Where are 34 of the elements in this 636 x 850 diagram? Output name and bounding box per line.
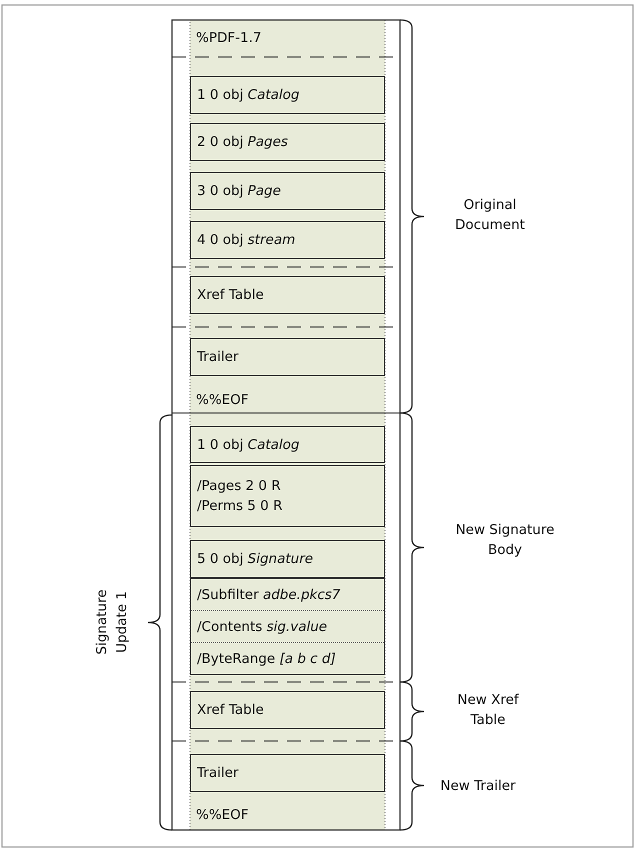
section-label: New Xref Table xyxy=(456,691,520,730)
object-box xyxy=(190,221,385,259)
object-label: 3 0 obj Page xyxy=(196,182,282,201)
section-label: Original Document xyxy=(454,196,526,235)
eof-marker: %%EOF xyxy=(196,391,249,410)
object-label: 4 0 obj stream xyxy=(196,231,296,250)
object-box xyxy=(190,172,385,210)
object-label: 1 0 obj Catalog xyxy=(196,86,300,105)
object-box xyxy=(190,465,385,527)
object-box xyxy=(190,426,385,463)
object-label: 2 0 obj Pages xyxy=(196,133,289,152)
section-label: New Trailer xyxy=(439,777,517,796)
object-box xyxy=(190,691,385,729)
object-label: /Pages 2 0 R /Perms 5 0 R xyxy=(196,477,284,516)
eof-marker: %%EOF xyxy=(196,806,249,825)
object-box xyxy=(190,540,385,578)
object-box xyxy=(190,276,385,314)
object-label: Xref Table xyxy=(196,286,265,305)
object-box xyxy=(190,76,385,114)
object-label: 5 0 obj Signature xyxy=(196,550,314,569)
dictionary-box xyxy=(190,578,385,675)
object-box xyxy=(190,123,385,161)
object-label: Trailer xyxy=(196,764,240,783)
object-label: 1 0 obj Catalog xyxy=(196,436,300,454)
dictionary-entry: /Subfilter adbe.pkcs7 xyxy=(196,586,342,604)
header-text: %PDF-1.7 xyxy=(196,29,262,48)
object-label: Xref Table xyxy=(196,701,265,720)
section-label: New Signature Body xyxy=(454,521,556,560)
section-label: Signature Update 1 xyxy=(93,588,131,657)
object-box xyxy=(190,338,385,376)
dictionary-entry: /ByteRange [a b c d] xyxy=(191,642,384,674)
object-label: Trailer xyxy=(196,348,240,367)
object-box xyxy=(190,754,385,792)
dictionary-entry: /Contents sig.value xyxy=(191,610,384,642)
